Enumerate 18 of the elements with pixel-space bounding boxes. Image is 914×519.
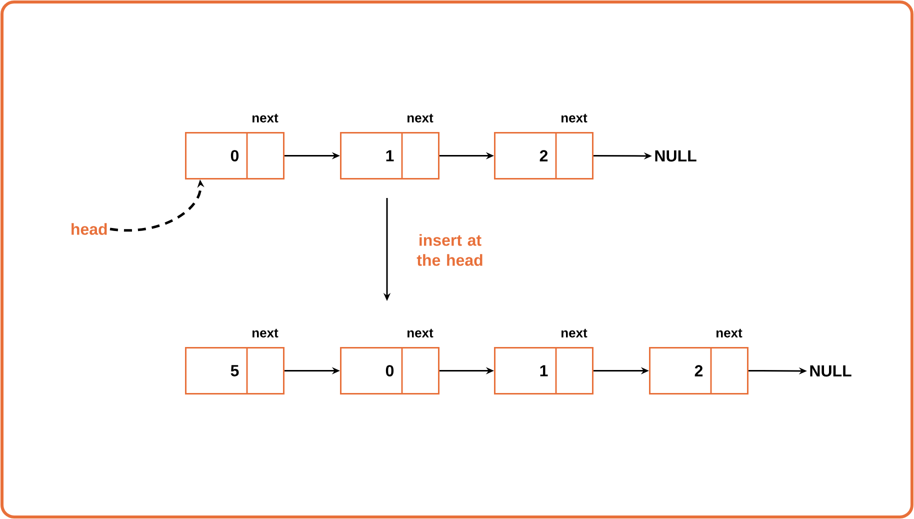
next-label: next	[562, 328, 588, 338]
next-label: next	[408, 328, 434, 338]
next-label: next	[408, 114, 434, 122]
list-node: 1	[340, 132, 440, 180]
next-label: next	[562, 114, 588, 122]
list-node: 2	[649, 347, 748, 394]
next-label: next	[252, 328, 278, 338]
list-node: 5	[185, 347, 284, 394]
arrow-label: insert at the head	[416, 234, 482, 266]
next-label: next	[252, 114, 278, 122]
list-node: 0	[185, 132, 284, 180]
list-node: 1	[494, 347, 594, 394]
null-text: NULL	[655, 150, 696, 162]
pointer-label: head	[72, 223, 107, 235]
list-node: 2	[494, 132, 594, 180]
list-node: 0	[340, 347, 440, 394]
null-text: NULL	[810, 365, 852, 377]
next-label: next	[716, 328, 742, 338]
